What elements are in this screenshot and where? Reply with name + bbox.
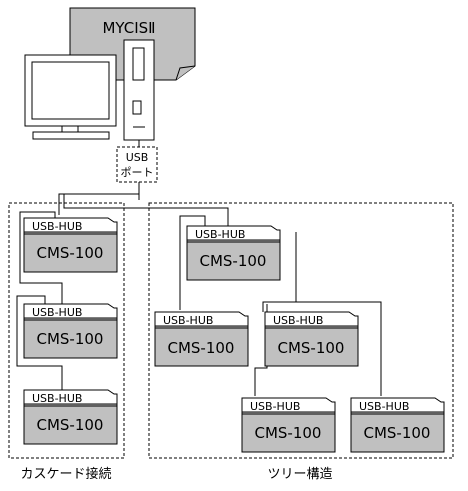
cms-100-device-body xyxy=(241,411,336,453)
cms-100-device-body xyxy=(186,239,281,281)
cms-100-label: CMS-100 xyxy=(37,244,104,262)
usb-port-box xyxy=(116,146,158,183)
tree-group-frame xyxy=(148,202,454,459)
device-tree-leaf-left: USB-HUB CMS-100 xyxy=(241,397,336,453)
device-tree-mid-left: USB-HUB CMS-100 xyxy=(154,311,249,367)
device-cascade-1: USB-HUB CMS-100 xyxy=(23,217,118,273)
monitor-screen xyxy=(31,61,110,120)
server-document-fold xyxy=(175,65,196,81)
cms-100-label: CMS-100 xyxy=(255,424,322,442)
monitor-base xyxy=(32,131,110,140)
cms-100-label: CMS-100 xyxy=(37,416,104,434)
server-label: MYCISⅡ xyxy=(102,19,155,37)
usb-hub-label: USB-HUB xyxy=(32,392,82,405)
cable-tree-mid-right-branch xyxy=(262,301,382,396)
cable-port-to-tree xyxy=(63,194,229,226)
usb-port-label-1: USB xyxy=(126,151,149,164)
usb-hub-label: USB-HUB xyxy=(250,400,300,413)
cable-cascade-2-3 xyxy=(16,295,63,390)
cascade-group-frame xyxy=(8,202,125,459)
usb-hub-label: USB-HUB xyxy=(32,306,82,319)
usb-cables xyxy=(16,140,382,396)
cascade-group-label: カスケード接続 xyxy=(20,466,111,482)
cms-100-label: CMS-100 xyxy=(278,339,345,357)
usb-hub-label: USB-HUB xyxy=(32,220,82,233)
cable-port-to-cascade xyxy=(58,182,140,215)
device-tree-leaf-right: USB-HUB CMS-100 xyxy=(350,397,445,453)
usb-hub-label: USB-HUB xyxy=(195,228,245,241)
cms-100-label: CMS-100 xyxy=(200,252,267,270)
computer-icon xyxy=(24,39,155,141)
pc-drive-slot xyxy=(132,47,145,81)
device-tree-mid-right: USB-HUB CMS-100 xyxy=(264,311,359,367)
device-cascade-2: USB-HUB CMS-100 xyxy=(23,303,118,359)
monitor-neck xyxy=(61,125,79,133)
usb-port: USB ポート xyxy=(116,146,158,183)
cms-100-label: CMS-100 xyxy=(364,424,431,442)
cms-100-label: CMS-100 xyxy=(37,330,104,348)
cms-100-device-body xyxy=(23,403,118,445)
cms-100-device-body xyxy=(264,325,359,367)
usb-port-label-2: ポート xyxy=(121,166,154,179)
cable-cascade-1-2 xyxy=(19,211,63,304)
cms-100-label: CMS-100 xyxy=(168,339,235,357)
usb-hub-label: USB-HUB xyxy=(273,314,323,327)
cms-100-device-body xyxy=(23,231,118,273)
cms-100-device-body xyxy=(350,411,445,453)
tree-group-label: ツリー構造 xyxy=(267,467,332,482)
cable-tree-root-left xyxy=(179,215,206,310)
usb-hub-label: USB-HUB xyxy=(163,314,213,327)
pc-button xyxy=(132,100,142,115)
device-cascade-3: USB-HUB CMS-100 xyxy=(23,389,118,445)
cms-100-device-body xyxy=(23,317,118,359)
usb-hub-label: USB-HUB xyxy=(359,400,409,413)
device-tree-root: USB-HUB CMS-100 xyxy=(186,225,281,281)
cms-100-device-body xyxy=(154,325,249,367)
